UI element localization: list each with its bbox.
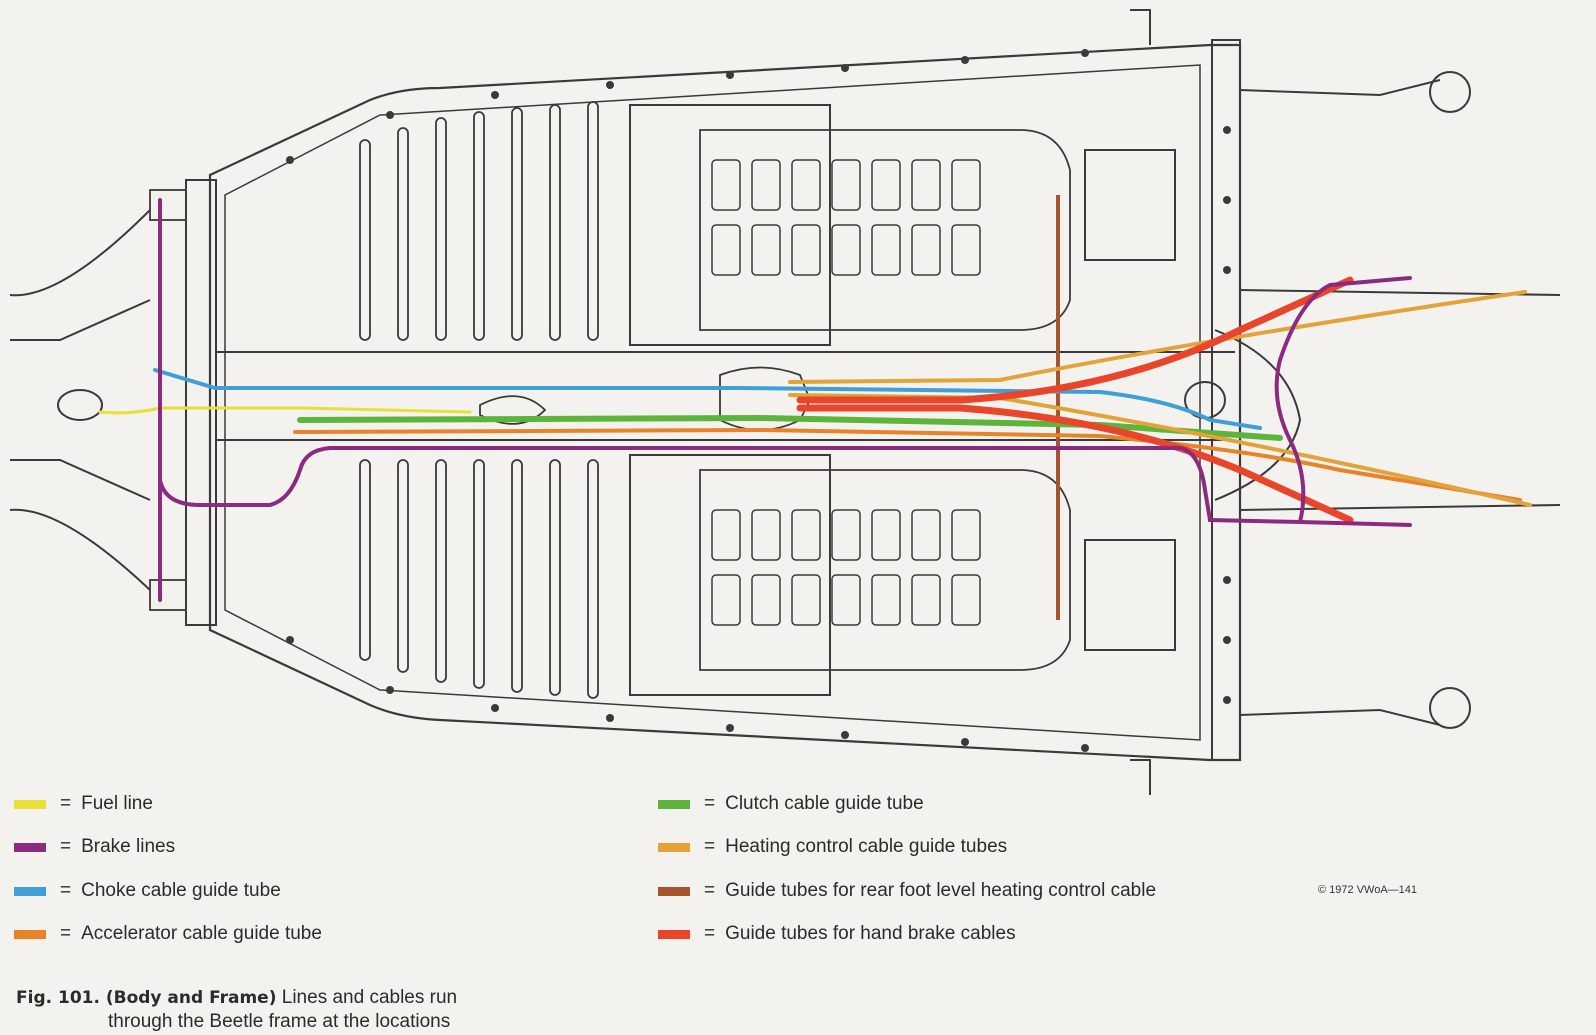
legend-label: Accelerator cable guide tube — [81, 923, 322, 944]
legend-item-accelerator-cable: = Accelerator cable guide tube — [14, 923, 322, 945]
copyright-notice: © 1972 VWoA—141 — [1318, 884, 1418, 896]
legend-equals: = — [704, 923, 716, 944]
legend-item-hand-brake: = Guide tubes for hand brake cables — [658, 923, 1016, 945]
bolt-holes — [286, 49, 1231, 752]
legend-swatch — [14, 886, 46, 896]
rear-panel-lower — [699, 469, 1071, 671]
legend-item-clutch-cable: = Clutch cable guide tube — [658, 793, 924, 815]
legend-label: Fuel line — [81, 793, 153, 814]
heating-control-cable-guide-tube-upper — [788, 290, 1527, 384]
rear-seat-box-upper — [1084, 149, 1176, 261]
legend-equals: = — [60, 880, 72, 901]
legend-swatch — [658, 799, 690, 809]
front-cross-member — [185, 179, 217, 626]
figure-caption: Fig. 101. (Body and Frame) Lines and cab… — [16, 986, 536, 1034]
legend-swatch — [14, 929, 46, 939]
legend-equals: = — [60, 923, 72, 944]
hand-brake-cable-lower — [796, 404, 1354, 524]
legend-swatch — [658, 929, 690, 939]
accelerator-cable-guide-tube — [293, 427, 1522, 502]
rear-panel-upper — [699, 129, 1071, 331]
torsion-housing — [1239, 79, 1561, 726]
legend-equals: = — [704, 880, 716, 901]
beetle-frame-diagram — [9, 9, 1561, 795]
legend-label: Guide tubes for rear foot level heating … — [725, 880, 1157, 901]
central-tunnel — [215, 351, 1235, 441]
floor-ribs-upper — [359, 101, 599, 341]
panel-grid-upper — [711, 159, 981, 276]
frame-inner-outline — [224, 64, 1201, 741]
legend-equals: = — [60, 793, 72, 814]
figure-number: Fig. 101. (Body and Frame) — [16, 988, 277, 1008]
rear-seat-box-lower — [1084, 539, 1176, 651]
legend-item-rear-foot-heating: = Guide tubes for rear foot level heatin… — [658, 880, 1156, 902]
panel-grid-lower — [711, 509, 981, 626]
legend-label: Choke cable guide tube — [81, 880, 281, 901]
legend-equals: = — [60, 836, 72, 857]
legend-swatch — [14, 842, 46, 852]
legend-swatch — [14, 799, 46, 809]
legend-label: Heating control cable guide tubes — [725, 836, 1008, 857]
caption-line-2: through the Beetle frame at the location… — [108, 1011, 451, 1032]
fuel-line — [98, 406, 472, 415]
legend-item-fuel-line: = Fuel line — [14, 793, 153, 815]
seat-pan-lower — [629, 454, 831, 696]
legend-label: Brake lines — [81, 836, 176, 857]
legend-label: Guide tubes for hand brake cables — [725, 923, 1016, 944]
legend-equals: = — [704, 793, 716, 814]
legend-swatch — [658, 842, 690, 852]
front-fork — [9, 209, 151, 591]
brake-lines — [158, 198, 1412, 602]
legend-item-brake-lines: = Brake lines — [14, 836, 175, 858]
caption-line-1: Lines and cables run — [281, 987, 458, 1008]
floor-ribs-lower — [359, 459, 599, 699]
legend-equals: = — [704, 836, 716, 857]
seat-pan-upper — [629, 104, 831, 346]
legend-label: Clutch cable guide tube — [725, 793, 924, 814]
legend-item-heating-control: = Heating control cable guide tubes — [658, 836, 1007, 858]
hand-brake-cable-upper — [796, 276, 1354, 404]
heating-control-cable-guide-tube-lower — [788, 393, 1532, 507]
rear-cross-member — [1211, 39, 1241, 761]
legend-item-choke-cable: = Choke cable guide tube — [14, 880, 281, 902]
legend-swatch — [658, 886, 690, 896]
